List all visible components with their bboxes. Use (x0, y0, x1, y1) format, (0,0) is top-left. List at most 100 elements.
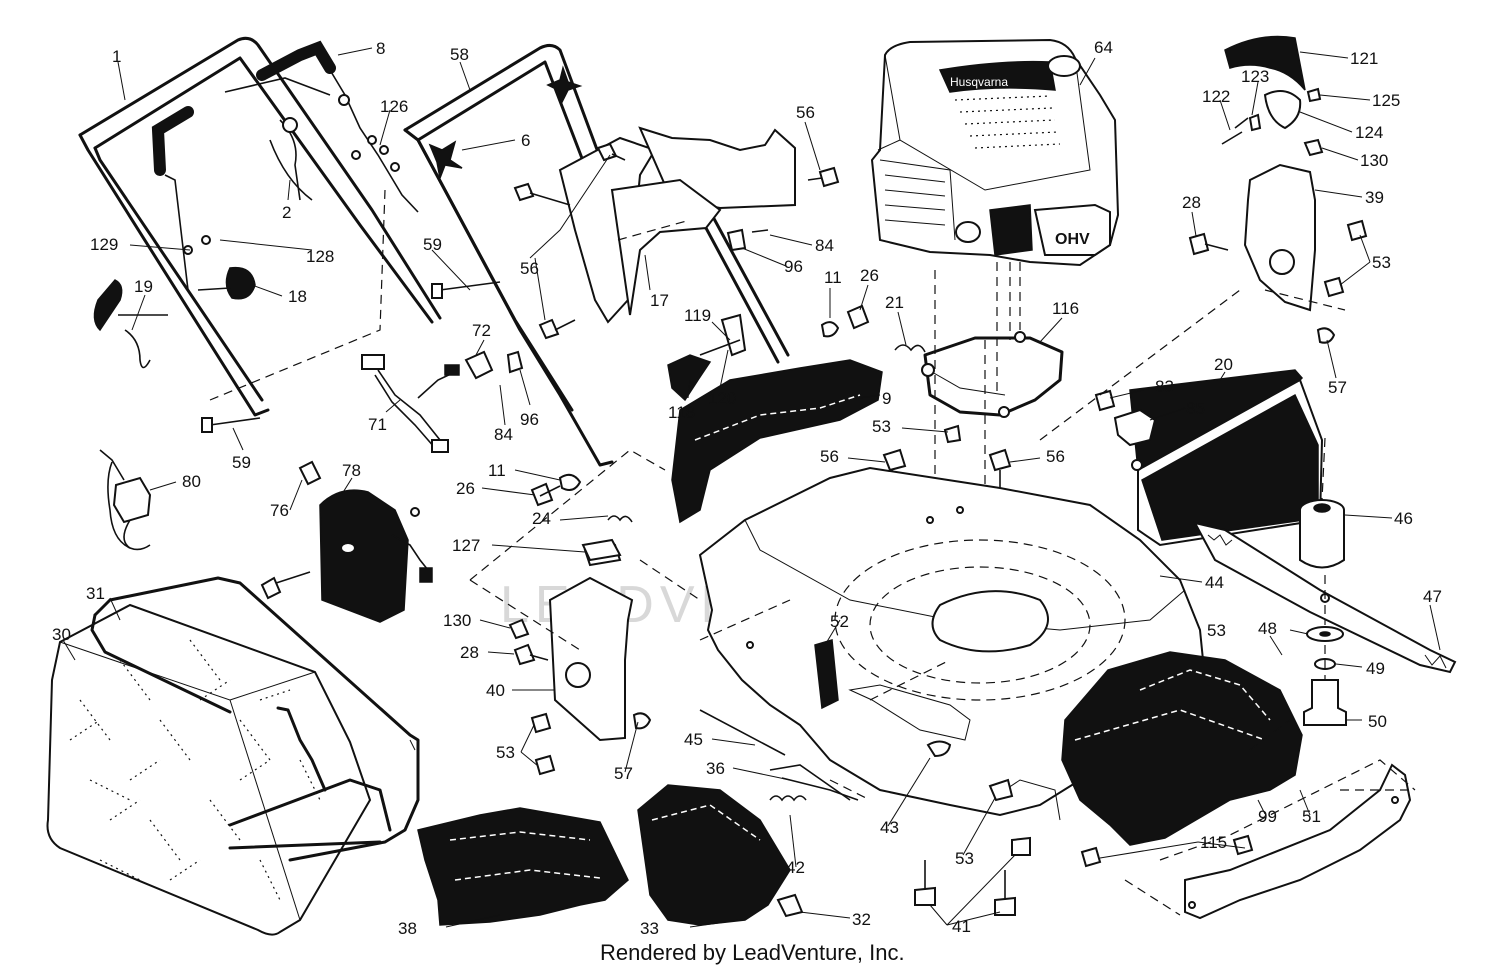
callout-121: 121 (1350, 49, 1378, 68)
callout-57-right: 57 (1328, 378, 1347, 397)
callout-56-chute: 56 (520, 259, 539, 278)
callout-123: 123 (1241, 67, 1269, 86)
callout-58: 58 (450, 45, 469, 64)
leader-lines (62, 47, 1441, 928)
callout-56-deck-right: 56 (1046, 447, 1065, 466)
callout-6: 6 (521, 131, 530, 150)
callout-84-lower: 84 (494, 425, 513, 444)
callout-53-front: 53 (1207, 621, 1226, 640)
callout-71: 71 (368, 415, 387, 434)
callout-56-top: 56 (796, 103, 815, 122)
callout-56-deck-left: 56 (820, 447, 839, 466)
callout-53-right: 53 (1372, 253, 1391, 272)
callout-labels: 1 8 126 2 128 129 19 18 59 59 58 6 56 56… (52, 38, 1442, 938)
callout-28-right: 28 (1182, 193, 1201, 212)
side-discharge-flap-33 (637, 784, 804, 926)
height-adjust-plate-39 (1188, 138, 1368, 344)
callout-40: 40 (486, 681, 505, 700)
callout-53-deck-top: 53 (872, 417, 891, 436)
rear-door-20 (1094, 369, 1324, 547)
callout-53-bottom: 53 (955, 849, 974, 868)
engine-brand-badge: Husqvarna (950, 75, 1008, 89)
callout-19: 19 (134, 277, 153, 296)
callout-96-upper: 96 (784, 257, 803, 276)
callout-116: 116 (1052, 299, 1079, 318)
callout-18: 18 (288, 287, 307, 306)
blade-hardware (1303, 626, 1347, 726)
callout-11-upper: 11 (824, 268, 842, 287)
callout-59-upper: 59 (423, 235, 442, 254)
engine-gasket-116 (921, 331, 1064, 418)
callout-31: 31 (86, 584, 105, 603)
callout-76: 76 (270, 501, 289, 520)
blade-adapter-46 (1299, 499, 1345, 569)
callout-119: 119 (684, 306, 711, 325)
battery-pack (260, 460, 433, 623)
callout-8: 8 (376, 39, 385, 58)
callout-9: 9 (882, 389, 891, 408)
wire-harness (361, 350, 524, 453)
callout-130-left: 130 (443, 611, 471, 630)
mulch-plug-38 (417, 807, 629, 926)
callout-32: 32 (852, 910, 871, 929)
handle-grips (151, 40, 336, 176)
handle-bolts-59 (201, 281, 501, 433)
callout-28-left: 28 (460, 643, 479, 662)
callout-126: 126 (380, 97, 408, 116)
callout-129: 129 (90, 235, 118, 254)
upper-handle (78, 36, 442, 417)
callout-96-lower: 96 (520, 410, 539, 429)
callout-49: 49 (1366, 659, 1385, 678)
discharge-chute-17 (558, 126, 796, 324)
callout-57-left: 57 (614, 764, 633, 783)
callout-47: 47 (1423, 587, 1442, 606)
control-bar (164, 69, 419, 291)
callout-44: 44 (1205, 573, 1224, 592)
callout-17: 17 (650, 291, 669, 310)
footer-credit: Rendered by LeadVenture, Inc. (600, 940, 905, 965)
callout-21: 21 (885, 293, 904, 312)
bag-frame (90, 576, 420, 862)
callout-125: 125 (1372, 91, 1400, 110)
callout-99: 99 (1258, 807, 1277, 826)
rear-flap-9 (671, 359, 883, 524)
callout-128: 128 (306, 247, 334, 266)
engine-ohv-badge: OHV (1055, 231, 1090, 248)
callout-115: 115 (1200, 833, 1227, 852)
callout-52: 52 (830, 612, 849, 631)
callout-33: 33 (640, 919, 659, 938)
callout-20: 20 (1214, 355, 1233, 374)
callout-36: 36 (706, 759, 725, 778)
flap-rod-45 (699, 709, 859, 802)
callout-72: 72 (472, 321, 491, 340)
callout-118: 118 (668, 403, 695, 422)
rear-skirt-51 (1184, 763, 1412, 920)
callout-130-right: 130 (1360, 151, 1388, 170)
callout-51: 51 (1302, 807, 1321, 826)
deck-bolts-41 (914, 778, 1254, 916)
callout-38: 38 (398, 919, 417, 938)
callout-122: 122 (1202, 87, 1230, 106)
callout-11-lower: 11 (488, 461, 506, 480)
callout-83: 83 (1155, 377, 1174, 396)
battery-charger (99, 449, 152, 551)
callout-50: 50 (1368, 712, 1387, 731)
engine-64: Husqvarna OHV (870, 38, 1120, 267)
callout-2: 2 (282, 203, 291, 222)
callout-46: 46 (1394, 509, 1413, 528)
callout-43: 43 (880, 818, 899, 837)
callout-64: 64 (1094, 38, 1113, 57)
callout-24: 24 (532, 509, 551, 528)
callout-26-upper: 26 (860, 266, 879, 285)
front-baffle-99 (1061, 651, 1303, 846)
callout-120: 120 (708, 389, 736, 408)
assembly-lines (209, 189, 1416, 916)
callout-127: 127 (452, 536, 480, 555)
handle-knobs (93, 266, 256, 369)
callout-26-lower: 26 (456, 479, 475, 498)
callout-30: 30 (52, 625, 71, 644)
callout-84-upper: 84 (815, 236, 834, 255)
callout-78: 78 (342, 461, 361, 480)
callout-59-lower: 59 (232, 453, 251, 472)
